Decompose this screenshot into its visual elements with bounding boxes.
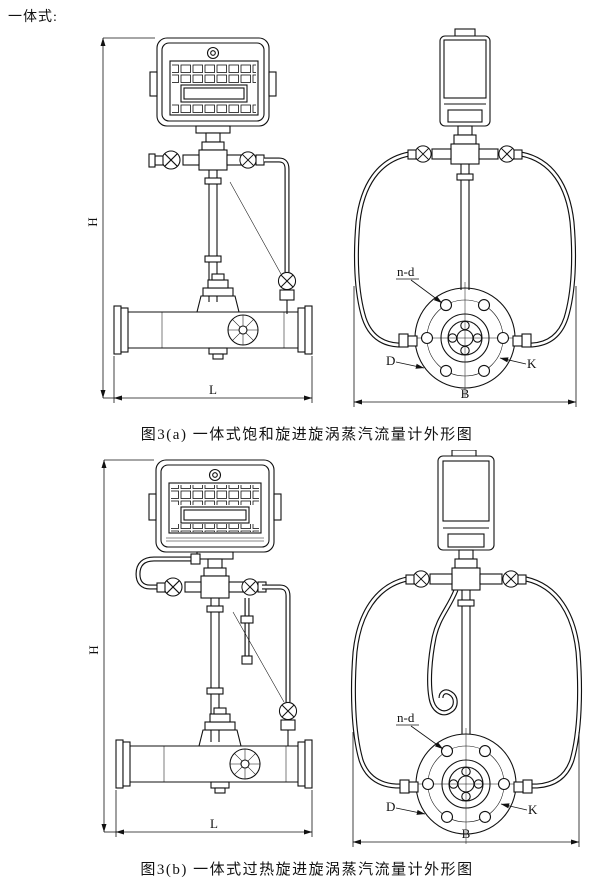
gland-wheel-icon: [229, 748, 261, 780]
lcd-window: [180, 506, 250, 524]
dim-label-flange-diameter: D: [386, 799, 395, 814]
impulse-tube-loops: [350, 576, 583, 789]
valve-handwheel-icon: [239, 151, 257, 169]
valve-manifold: [148, 149, 265, 171]
valve-handwheel-icon: [163, 577, 183, 597]
dim-label-flange-diameter: D: [386, 353, 395, 368]
dimension-b: B: [353, 286, 577, 407]
valve-handwheel-icon: [161, 150, 181, 170]
valve-manifold: [156, 575, 267, 599]
impulse-tube-loops: [353, 151, 577, 348]
section-title: 一体式:: [8, 10, 58, 25]
valve-handwheel-icon: [498, 145, 516, 163]
valve-handwheel-icon: [278, 701, 298, 721]
dim-label-bolt-circle: K: [528, 802, 538, 817]
left-loop-tube: [135, 553, 201, 590]
label-bolt-holes: n-d: [396, 710, 444, 750]
label-bolt-circle: K: [500, 802, 538, 817]
figure-a-caption: 图3(a) 一体式饱和旋进旋涡蒸汽流量计外形图: [140, 427, 474, 443]
center-pipe: [456, 164, 474, 290]
dim-label-bolt-holes: n-d: [397, 264, 415, 279]
label-bolt-circle: K: [499, 356, 537, 371]
figure-a-front-view: H L: [85, 37, 313, 403]
valve-handwheel-icon: [414, 145, 432, 163]
dim-label-height: H: [85, 217, 100, 226]
impulse-tube: [229, 157, 297, 314]
display-head-side: [439, 28, 491, 145]
dim-label-bolt-circle: K: [527, 356, 537, 371]
dim-label-length: L: [209, 382, 217, 397]
label-flange-diameter: D: [386, 353, 425, 369]
display-head-side: [437, 450, 495, 569]
impulse-tube: [232, 584, 298, 746]
figure-b-side-view: n-d D K B: [350, 450, 583, 847]
valve-handwheel-icon: [412, 570, 430, 588]
flange-face: [402, 281, 528, 399]
figure-a-drawing: H L: [85, 28, 577, 407]
flange-side-fittings: [399, 779, 533, 794]
figure-a-side-view: n-d D K B: [353, 28, 577, 407]
dim-label-width: B: [461, 386, 470, 401]
dim-label-height: H: [86, 645, 101, 654]
display-head: [149, 37, 277, 151]
valve-handwheel-icon: [241, 578, 259, 596]
flange-side-fittings: [398, 333, 532, 348]
valve-manifold-side: [407, 143, 523, 165]
dimension-l: L: [115, 790, 313, 837]
figure-b-drawing: H L: [86, 450, 583, 847]
dimension-l: L: [113, 356, 313, 403]
condensing-loop-tube: [427, 589, 459, 716]
test-port-tube: [240, 598, 254, 665]
display-segments: [172, 63, 256, 83]
dimension-b: B: [352, 732, 580, 847]
display-head: [148, 459, 282, 577]
dim-label-bolt-holes: n-d: [397, 710, 415, 725]
figure-b-caption: 图3(b) 一体式过热旋进旋涡蒸汽流量计外形图: [140, 862, 474, 878]
dim-label-width: B: [462, 826, 471, 841]
valve-manifold-side: [405, 567, 527, 591]
valve-handwheel-icon: [277, 271, 297, 291]
figure-b-front-view: H L: [86, 459, 313, 837]
flowmeter-body: [113, 273, 313, 360]
label-flange-diameter: D: [386, 799, 426, 815]
display-segments: [171, 485, 259, 505]
lcd-window: [180, 84, 248, 103]
flowmeter-body: [115, 707, 313, 794]
logo-icon: [208, 468, 222, 482]
gland-wheel-icon: [227, 314, 259, 346]
valve-handwheel-icon: [502, 570, 520, 588]
logo-icon: [206, 46, 220, 60]
label-bolt-holes: n-d: [396, 264, 443, 304]
dim-label-length: L: [210, 816, 218, 831]
center-pipe: [457, 590, 475, 734]
